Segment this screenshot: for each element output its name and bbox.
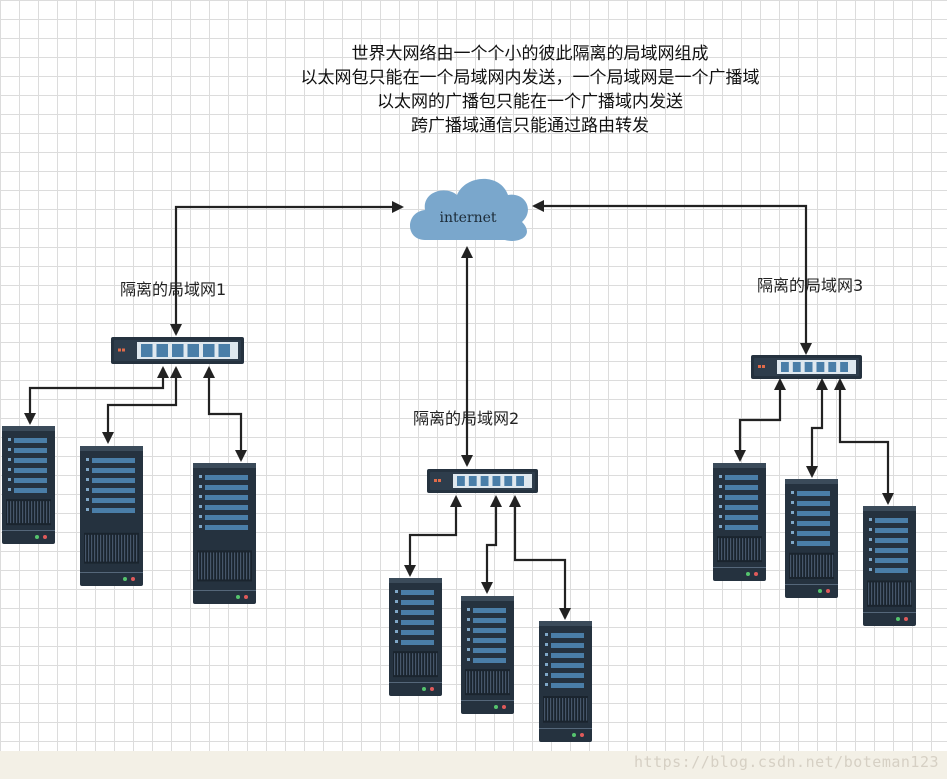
lan-3-server-2: [785, 479, 838, 598]
lan-3-server-3: [863, 506, 916, 626]
caption-line-2: 以太网包只能在一个局域网内发送，一个局域网是一个广播域: [300, 68, 760, 88]
uplink-arrow-1: [170, 201, 404, 336]
internet-cloud: internet: [410, 178, 528, 241]
lan-1-link-2: [102, 366, 182, 444]
caption: 世界大网络由一个个小的彼此隔离的局域网组成 以太网包只能在一个局域网内发送，一个…: [180, 42, 880, 138]
lan-1-link-3: [203, 366, 247, 462]
lan-1-links: [24, 366, 247, 462]
switch-1: [111, 337, 244, 364]
lan-2-server-2: [461, 596, 514, 714]
lan-3-links: [734, 378, 894, 505]
network-diagram: internet: [2, 178, 916, 742]
caption-line-3: 以太网的广播包只能在一个广播域内发送: [377, 92, 683, 112]
lan-2-link-2: [481, 495, 502, 594]
lan-3-link-2: [806, 378, 828, 478]
internet-label: internet: [439, 210, 496, 226]
switch-3: [751, 355, 862, 379]
uplink-arrows: [170, 200, 812, 467]
watermark: https://blog.csdn.net/boteman123: [634, 753, 939, 771]
switch-2: [427, 469, 538, 493]
lan-3-link-1: [734, 378, 786, 462]
lan-1-server-1: [2, 426, 55, 544]
lan-2-link-3: [509, 495, 571, 620]
footer-band: [0, 751, 947, 779]
lan-2-link-1: [404, 495, 462, 577]
lan-1-server-2: [80, 446, 143, 586]
lan-3-server-1: [713, 463, 766, 581]
devices: [2, 337, 916, 742]
caption-line-1: 世界大网络由一个个小的彼此隔离的局域网组成: [351, 44, 709, 64]
lan-2-links: [404, 495, 571, 620]
lan-1-server-3: [193, 463, 256, 604]
caption-line-4: 跨广播域通信只能通过路由转发: [411, 116, 649, 136]
uplink-arrow-3: [532, 200, 812, 355]
lan-3-link-3: [834, 378, 894, 505]
lan-2-server-3: [539, 621, 592, 742]
lan-1-link-1: [24, 366, 169, 425]
lan-2-server-1: [389, 578, 442, 696]
